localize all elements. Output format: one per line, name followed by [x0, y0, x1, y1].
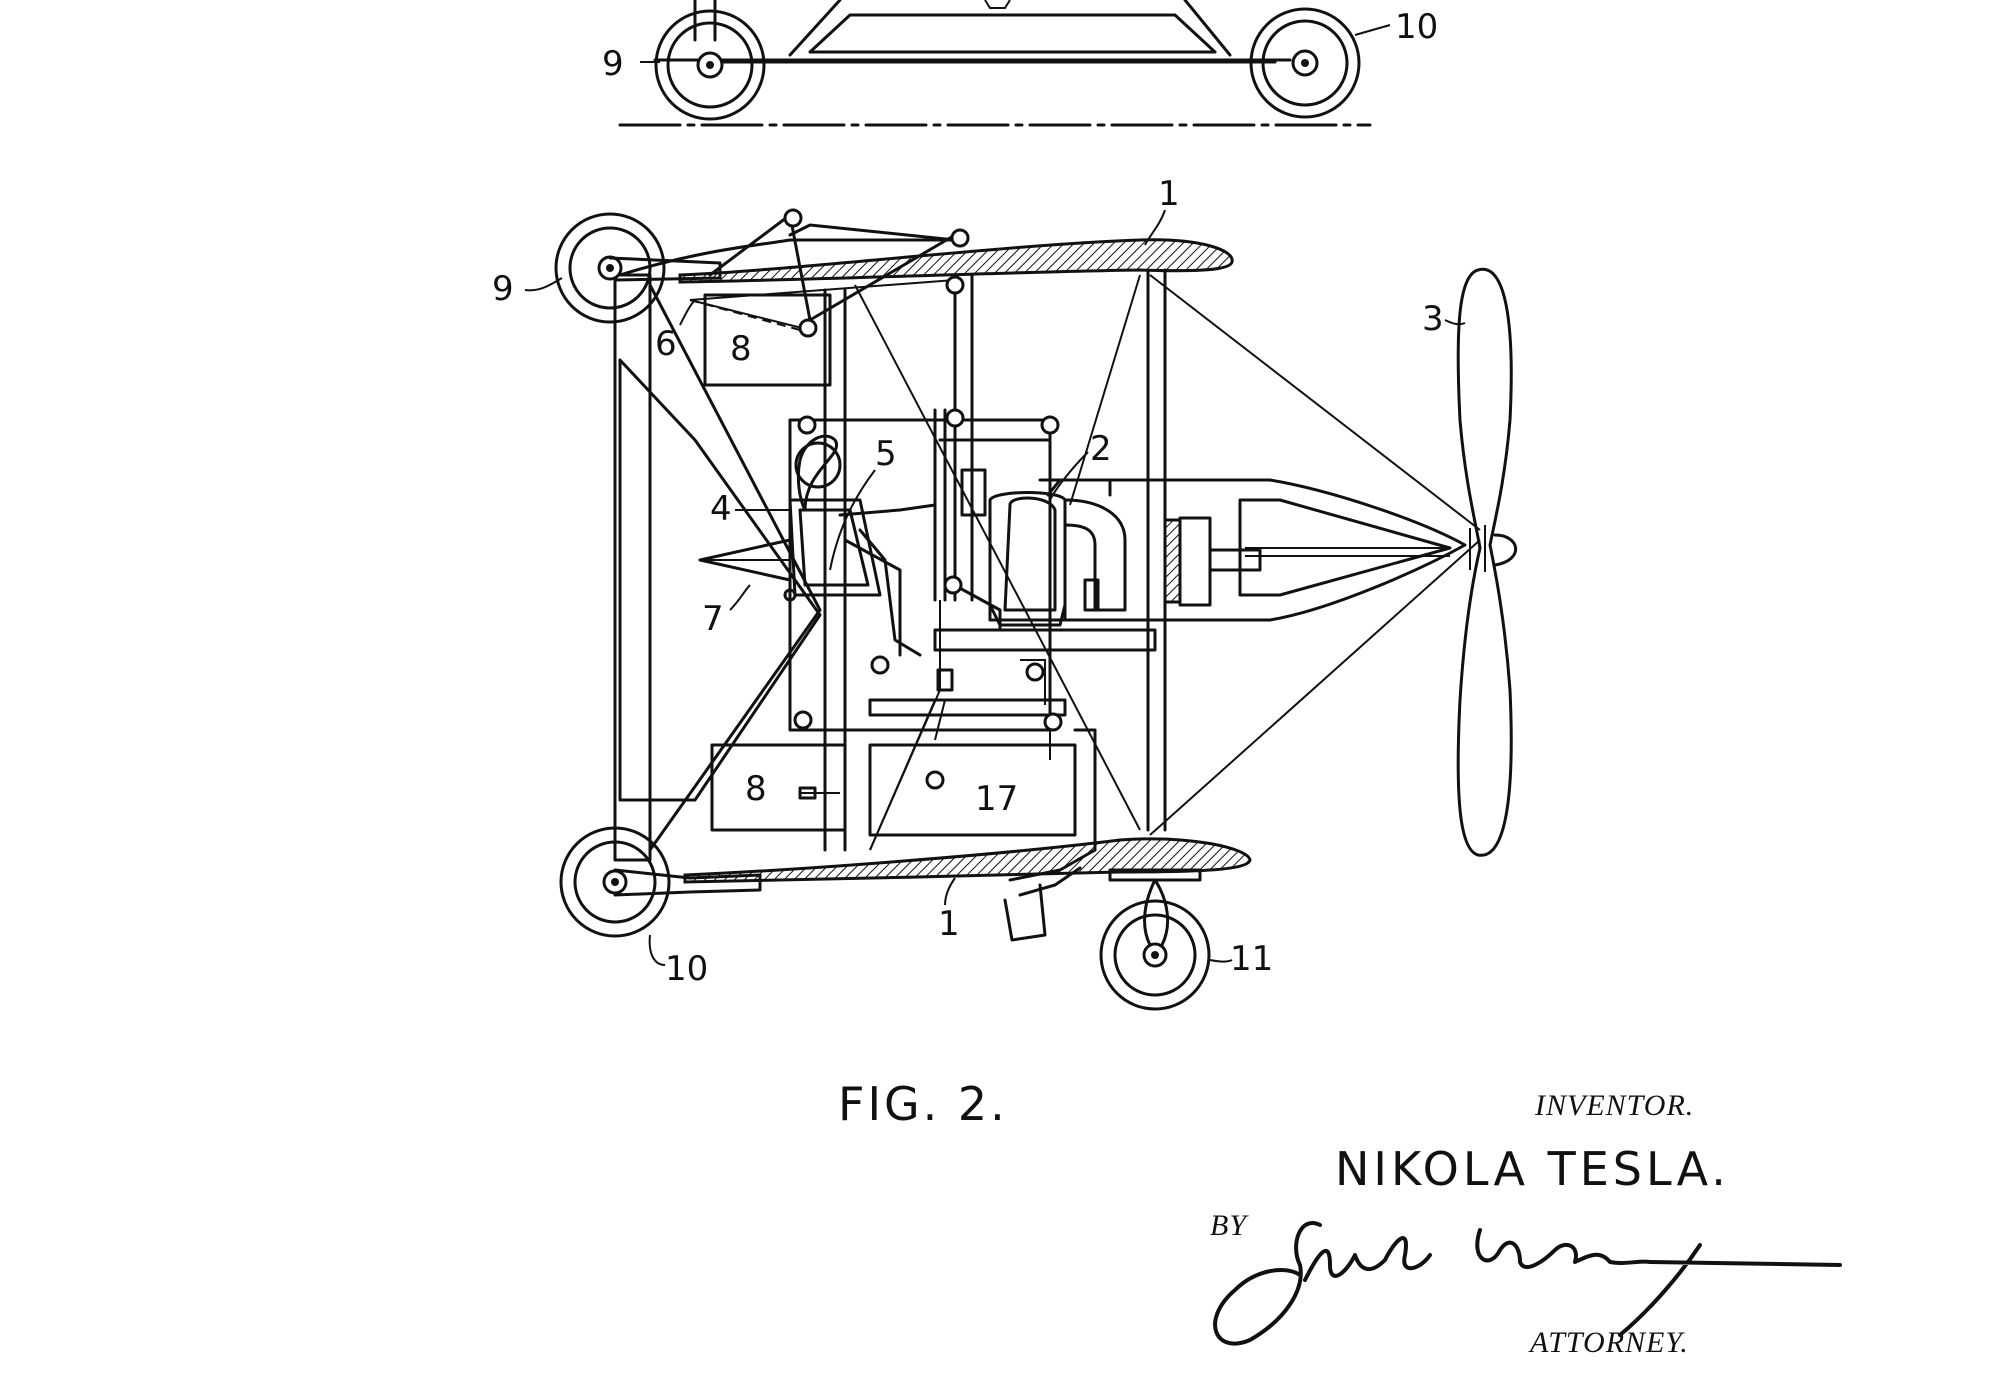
ref-17: 17	[975, 779, 1018, 819]
attorney-caption: ATTORNEY.	[1528, 1326, 1689, 1359]
ref-8-bottom: 8	[745, 769, 767, 809]
ref-11: 11	[1230, 939, 1273, 979]
pivot-points	[783, 208, 1063, 790]
inventor-caption: INVENTOR.	[1534, 1089, 1694, 1122]
partial-top-view: 9 10	[602, 0, 1438, 127]
aircraft-side-view: 1 1 2 3 4 5 6 7 8 8 9 10 11 17	[492, 174, 1518, 1011]
ref-1-bottom: 1	[938, 904, 960, 944]
propeller	[1456, 267, 1518, 857]
tank-bottom	[710, 743, 847, 832]
ref-1-top: 1	[1158, 174, 1180, 214]
attestation-block: INVENTOR. NIKOLA TESLA. BY ATTORNEY.	[1210, 1089, 1842, 1359]
ref-2: 2	[1090, 429, 1112, 469]
wheel-bottom-left	[559, 826, 762, 938]
figure-label: FIG. 2.	[838, 1077, 1008, 1131]
ref-10-partial: 10	[1395, 7, 1438, 47]
battery	[868, 743, 1077, 837]
wing-top	[678, 238, 1234, 284]
ref-10: 10	[665, 949, 708, 989]
ref-4: 4	[710, 489, 732, 529]
nose-cone	[698, 538, 797, 602]
tail-boom	[1038, 478, 1467, 622]
ref-7: 7	[702, 599, 724, 639]
ref-8-top: 8	[730, 329, 752, 369]
ref-9: 9	[492, 269, 514, 309]
ref-5: 5	[875, 434, 897, 474]
wheel-top-left	[554, 212, 722, 324]
by-label: BY	[1210, 1209, 1249, 1242]
pilot-seat	[788, 434, 937, 657]
partial-wheel-right	[1249, 7, 1361, 119]
engine	[988, 478, 1127, 627]
wheel-tail	[1099, 868, 1211, 1011]
wing-bottom	[683, 837, 1252, 884]
attorney-signature	[1213, 1221, 1842, 1346]
tank-top	[703, 293, 832, 387]
inventor-name: NIKOLA TESLA.	[1335, 1142, 1730, 1196]
partial-wheel-left	[654, 9, 766, 121]
ref-6: 6	[655, 324, 677, 364]
ref-9-partial: 9	[602, 44, 624, 84]
exhaust-pipe	[1003, 848, 1097, 942]
ref-3: 3	[1422, 299, 1444, 339]
